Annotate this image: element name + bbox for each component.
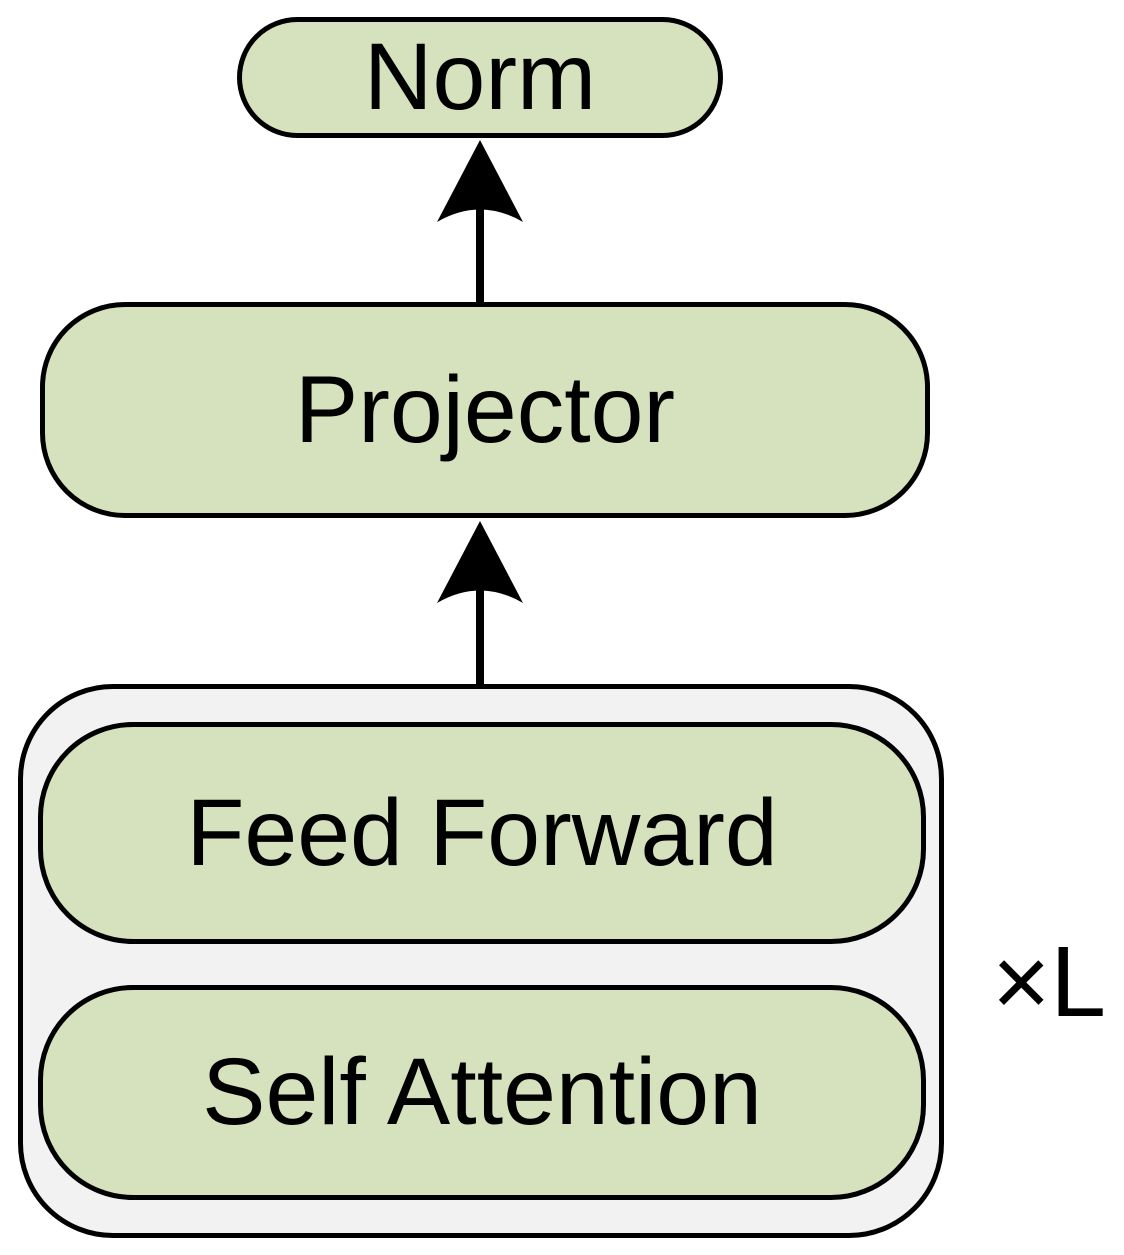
node-feed-forward-label: Feed Forward <box>186 779 778 886</box>
node-norm-label: Norm <box>363 24 597 130</box>
node-self-attention: Self Attention <box>38 985 926 1200</box>
node-feed-forward: Feed Forward <box>38 722 926 944</box>
node-projector-label: Projector <box>294 356 676 463</box>
node-norm: Norm <box>237 17 723 138</box>
node-projector: Projector <box>40 302 930 518</box>
node-self-attention-label: Self Attention <box>202 1039 762 1145</box>
arrow-up-icon <box>437 521 523 684</box>
repeat-count-label: ×L <box>992 926 1107 1038</box>
arrow-up-icon <box>437 140 523 302</box>
